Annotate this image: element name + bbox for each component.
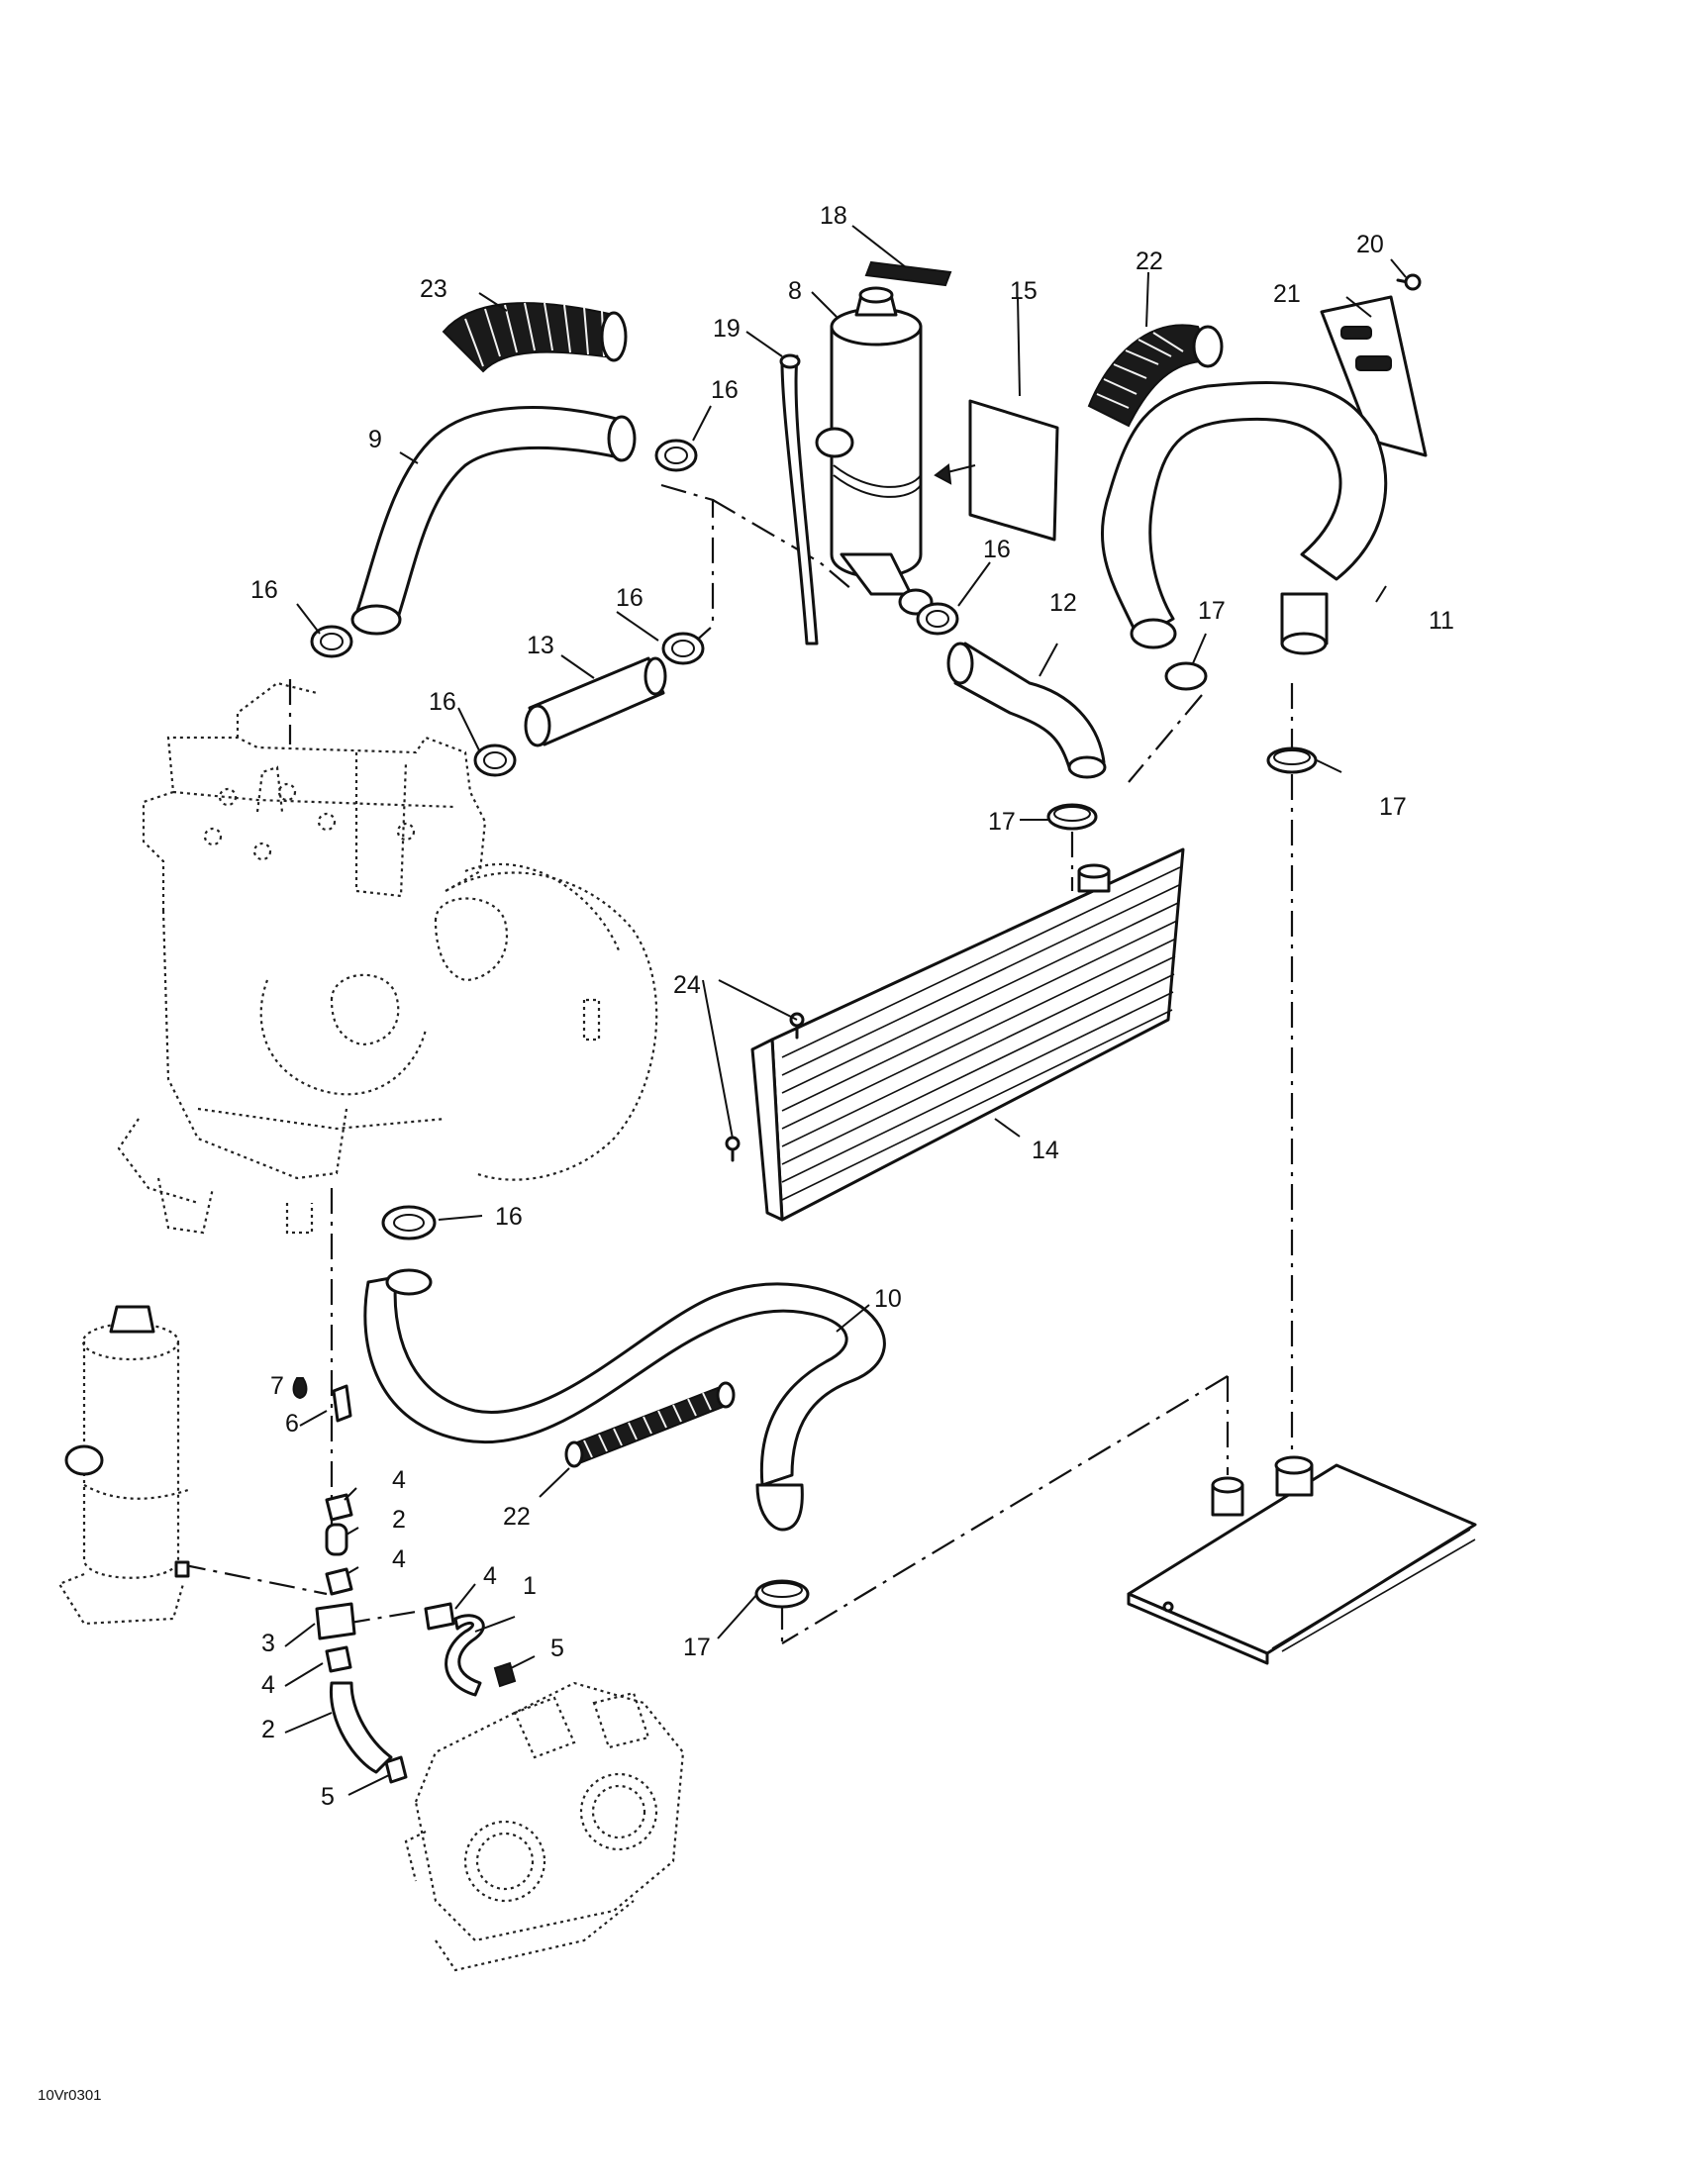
clamp-17-center <box>1046 803 1098 831</box>
callout-21: 21 <box>1273 280 1301 308</box>
callout-3: 3 <box>261 1630 275 1657</box>
callout-18: 18 <box>820 202 847 230</box>
callout-4: 4 <box>392 1466 406 1494</box>
callout-16: 16 <box>250 576 278 604</box>
clamp-4-c <box>325 1645 352 1673</box>
callout-6: 6 <box>285 1410 299 1438</box>
clamp-16-lower-left <box>473 744 517 777</box>
decal-15 <box>934 399 1059 542</box>
callout-24: 24 <box>673 971 701 999</box>
duct-corrugated-top-left <box>442 302 628 373</box>
clamp-16-left <box>310 625 353 658</box>
fitting-6 <box>332 1384 352 1423</box>
carburetor-phantom <box>404 1681 685 1972</box>
clamp-17-lower <box>754 1579 810 1609</box>
callout-17: 17 <box>1379 793 1407 821</box>
hose-2-b <box>329 1681 393 1774</box>
clamp-16-right <box>916 602 959 636</box>
callout-4: 4 <box>261 1671 275 1699</box>
callout-19: 19 <box>713 315 741 343</box>
drawing-reference: 10Vr0301 <box>38 2087 102 2104</box>
callout-16: 16 <box>429 688 456 716</box>
coolant-tank <box>815 286 934 616</box>
callout-11: 11 <box>1429 607 1454 635</box>
callout-4: 4 <box>392 1545 406 1573</box>
heat-exchanger-14 <box>750 847 1185 1222</box>
callout-16: 16 <box>616 584 644 612</box>
clamp-17-upper-right <box>1164 661 1208 691</box>
clamp-4-a <box>325 1493 353 1522</box>
callout-13: 13 <box>527 632 554 659</box>
callout-17: 17 <box>1198 597 1226 625</box>
hose-u-11 <box>1100 381 1388 655</box>
duct-corrugated-top-right <box>1087 324 1224 428</box>
leader-lines <box>284 225 1407 1796</box>
hose-short-13 <box>524 656 667 747</box>
clamp-17-right <box>1266 746 1318 774</box>
clamp-16-engine-outlet <box>381 1205 437 1241</box>
hose-12 <box>946 642 1107 779</box>
screw-20 <box>1396 273 1422 291</box>
callout-17: 17 <box>683 1634 711 1661</box>
heat-exchanger-lower-right <box>1127 1455 1477 1665</box>
clamp-16-upper <box>654 439 698 472</box>
engine-phantom <box>117 681 658 1235</box>
callout-16: 16 <box>711 376 739 404</box>
callout-7: 7 <box>270 1372 284 1400</box>
fitting-7 <box>292 1377 308 1400</box>
callout-22: 22 <box>1136 248 1163 275</box>
callout-9: 9 <box>368 426 382 453</box>
clamp-4-b <box>325 1567 353 1596</box>
overflow-tube-19 <box>779 353 819 645</box>
tee-3 <box>315 1602 356 1640</box>
bracket-21 <box>1320 295 1428 457</box>
fitting-5-a <box>384 1755 408 1784</box>
small-reservoir <box>57 1305 190 1626</box>
callout-16: 16 <box>495 1203 523 1231</box>
callout-22: 22 <box>503 1503 531 1531</box>
callout-2: 2 <box>261 1716 275 1743</box>
callout-15: 15 <box>1010 277 1038 305</box>
fittings-column <box>292 1377 408 1784</box>
callout-16: 16 <box>983 536 1011 563</box>
callout-20: 20 <box>1356 231 1384 258</box>
callout-5: 5 <box>321 1783 335 1811</box>
assembly-lines <box>179 483 1294 1644</box>
tank-cap-18 <box>864 260 952 287</box>
callout-23: 23 <box>420 275 447 303</box>
rivet-24-lower <box>725 1136 741 1162</box>
hose-1-assembly <box>424 1602 517 1697</box>
duct-corrugated-lower <box>564 1381 736 1468</box>
hose-long-10 <box>363 1268 886 1532</box>
callout-2: 2 <box>392 1506 406 1534</box>
callout-1: 1 <box>523 1572 537 1600</box>
callout-14: 14 <box>1032 1137 1059 1164</box>
hose-2-a <box>325 1523 348 1556</box>
callout-8: 8 <box>788 277 802 305</box>
clamp-16-mid <box>661 632 705 665</box>
callouts: 1 2 2 3 4 4 4 4 5 5 6 7 8 9 10 11 12 13 … <box>250 202 1454 1811</box>
callout-4: 4 <box>483 1562 497 1590</box>
callout-5: 5 <box>550 1635 564 1662</box>
callout-10: 10 <box>874 1285 902 1313</box>
callout-12: 12 <box>1049 589 1077 617</box>
hose-upper-left <box>350 406 637 636</box>
callout-17: 17 <box>988 808 1016 836</box>
